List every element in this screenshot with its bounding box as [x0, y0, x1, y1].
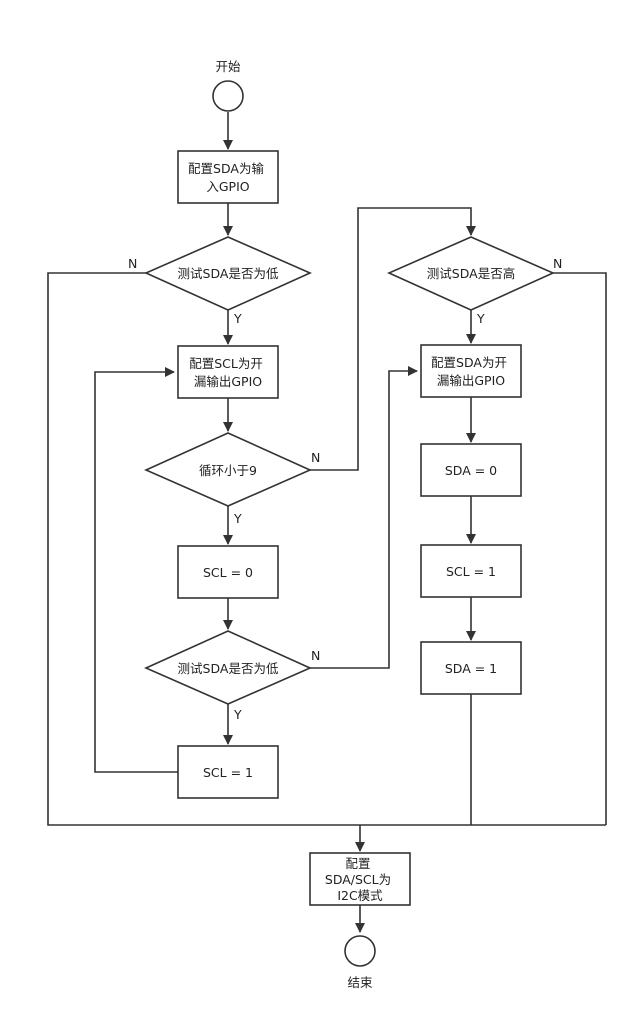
- start-circle: [212, 80, 244, 112]
- start-label: 开始: [215, 59, 241, 74]
- svg-text:配置SDA为输 入GPIO: 配置SDA为输 入GPIO: [188, 161, 268, 194]
- node-cfg-scl-od: 配置SCL为开 漏输出GPIO: [177, 345, 279, 399]
- cfg-sda-od-line-1: 配置SDA为开: [431, 355, 507, 370]
- edge-labels: Y N Y N Y N Y N: [128, 256, 562, 722]
- edge-test-low-2-no: [310, 366, 418, 669]
- sda-0-label: SDA = 0: [445, 463, 497, 478]
- start-terminal: 开始: [212, 59, 244, 112]
- end-label: 结束: [347, 975, 373, 990]
- end-terminal: 结束: [344, 935, 376, 990]
- node-scl-1-right: SCL = 1: [420, 544, 522, 598]
- node-sda-1: SDA = 1: [420, 641, 522, 695]
- edge-test-low-1-no: [47, 272, 606, 826]
- svg-text:配置 SDA/SCL为 I2C模式: 配置 SDA/SCL为 I2C模式: [325, 856, 395, 903]
- scl-1-right-label: SCL = 1: [446, 564, 496, 579]
- node-test-sda-low-2: 测试SDA是否为低: [144, 630, 312, 705]
- label-no-1: N: [128, 256, 137, 271]
- node-sda-0: SDA = 0: [420, 443, 522, 497]
- cfg-sda-od-line-2: 漏输出GPIO: [437, 373, 505, 388]
- sda-1-label: SDA = 1: [445, 661, 497, 676]
- end-circle: [344, 935, 376, 967]
- node-test-sda-low-1: 测试SDA是否为低: [144, 236, 312, 311]
- edge-test-high-no: [553, 272, 607, 825]
- test-sda-low-1-label: 测试SDA是否为低: [178, 266, 279, 281]
- node-scl-1-left: SCL = 1: [177, 745, 279, 799]
- test-sda-low-2-label: 测试SDA是否为低: [178, 661, 279, 676]
- scl-1-left-label: SCL = 1: [203, 765, 253, 780]
- label-no-4: N: [553, 256, 562, 271]
- node-test-sda-high: 测试SDA是否高: [387, 236, 555, 311]
- cfg-sda-input-line-1: 配置SDA为输: [188, 161, 264, 176]
- node-loop-lt-9: 循环小于9: [144, 432, 312, 507]
- cfg-scl-od-line-1: 配置SCL为开: [189, 356, 263, 371]
- cfg-i2c-line-1: 配置: [346, 856, 371, 871]
- label-yes-2: Y: [233, 511, 242, 526]
- node-cfg-sda-od: 配置SDA为开 漏输出GPIO: [420, 344, 522, 398]
- cfg-i2c-line-2: SDA/SCL为: [325, 872, 391, 887]
- cfg-i2c-line-3: I2C模式: [337, 888, 383, 903]
- node-cfg-sda-input: 配置SDA为输 入GPIO: [177, 150, 279, 204]
- svg-text:配置SDA为开 漏输出GPIO: 配置SDA为开 漏输出GPIO: [431, 355, 511, 388]
- test-sda-high-label: 测试SDA是否高: [427, 266, 515, 281]
- label-no-2: N: [311, 450, 320, 465]
- svg-text:配置SCL为开 漏输出GPIO: 配置SCL为开 漏输出GPIO: [189, 356, 267, 389]
- loop-lt-9-label: 循环小于9: [199, 463, 257, 478]
- cfg-scl-od-line-2: 漏输出GPIO: [194, 374, 262, 389]
- scl-0-label: SCL = 0: [203, 565, 253, 580]
- label-yes-4: Y: [476, 311, 485, 326]
- edges: [47, 112, 607, 933]
- edge-scl1-loop-back: [94, 367, 178, 773]
- cfg-sda-input-line-2: 入GPIO: [206, 179, 249, 194]
- label-yes-1: Y: [233, 311, 242, 326]
- node-cfg-i2c: 配置 SDA/SCL为 I2C模式: [309, 852, 411, 906]
- edge-loop-no: [310, 207, 476, 471]
- label-yes-3: Y: [233, 707, 242, 722]
- label-no-3: N: [311, 648, 320, 663]
- node-scl-0: SCL = 0: [177, 545, 279, 599]
